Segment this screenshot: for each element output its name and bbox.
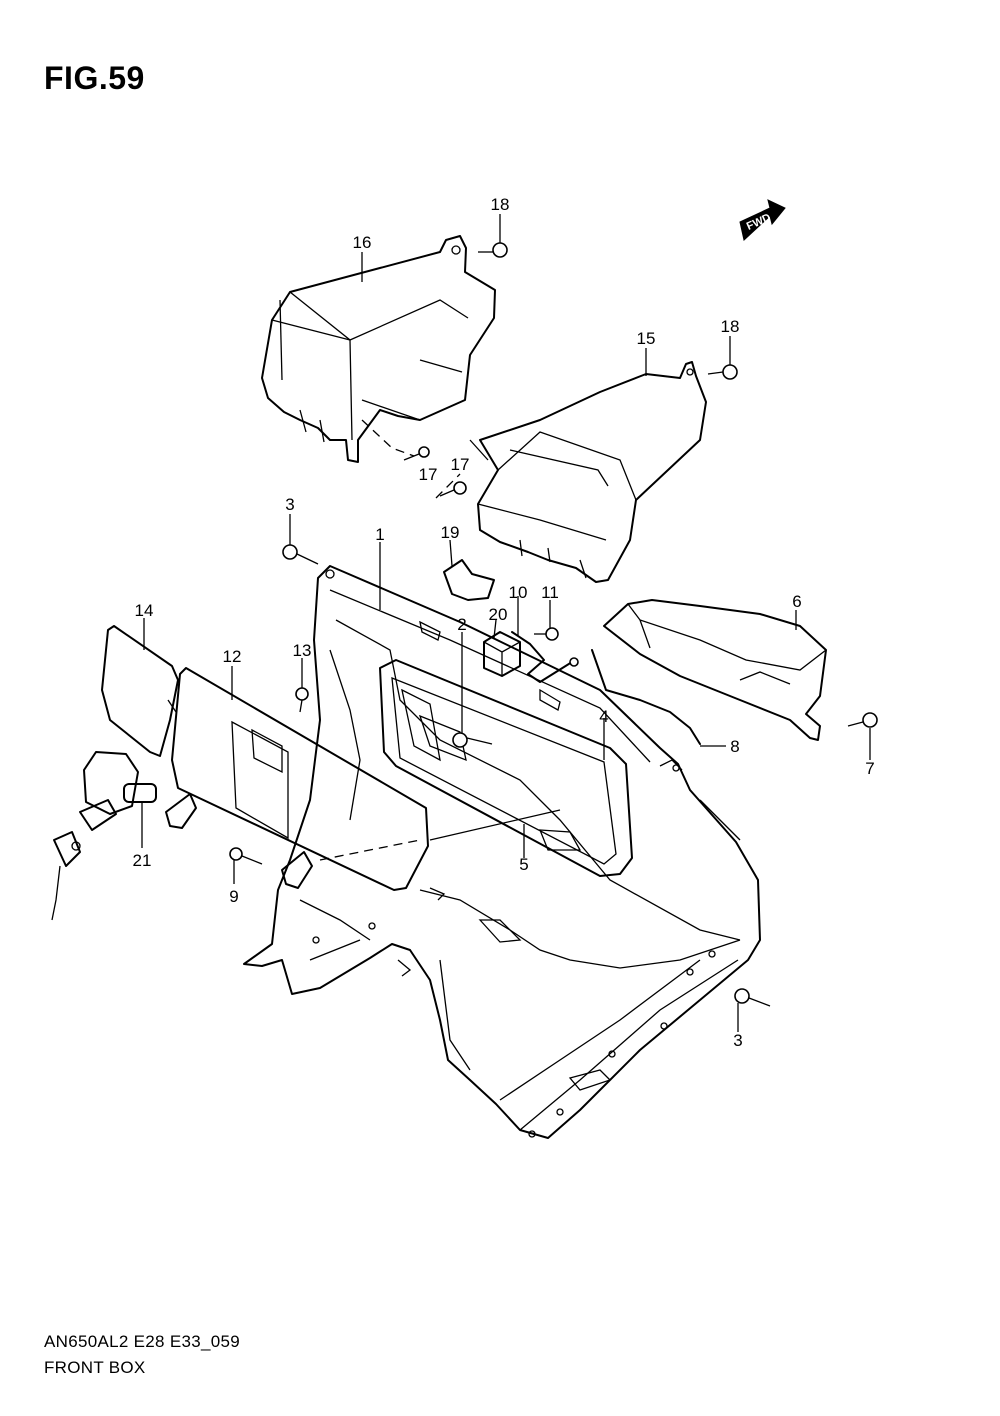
callout-20: 20	[489, 605, 508, 624]
callout-4: 4	[599, 707, 608, 726]
callout-21: 21	[133, 851, 152, 870]
callout-13: 13	[293, 641, 312, 660]
part-19-seal	[443, 559, 495, 601]
callout-10: 10	[509, 583, 528, 602]
callout-9: 9	[229, 887, 238, 906]
callout-3-lower: 3	[733, 1031, 742, 1050]
callout-17-a: 17	[419, 465, 438, 484]
part-7-screw-icon	[847, 712, 878, 728]
part-13-screw-icon	[295, 687, 309, 713]
leader-lines	[141, 214, 871, 1032]
part-17-screw-b-icon	[439, 481, 467, 497]
callout-1: 1	[375, 525, 384, 544]
part-10-wire	[511, 631, 573, 683]
fwd-arrow-icon: FWD	[739, 199, 786, 241]
fwd-label: FWD	[745, 212, 773, 233]
callout-6: 6	[792, 592, 801, 611]
hinge-right	[281, 851, 313, 889]
part-12-lid-panel	[171, 667, 429, 891]
part-1-front-box	[243, 565, 761, 1139]
part-2-screw-icon	[452, 732, 493, 748]
callout-18-right: 18	[721, 317, 740, 336]
callout-15: 15	[637, 329, 656, 348]
callout-5: 5	[519, 855, 528, 874]
part-8-trim-strip	[591, 649, 701, 745]
callout-7: 7	[865, 759, 874, 778]
callout-12: 12	[223, 647, 242, 666]
part-18-screw-top-icon	[478, 242, 508, 258]
figure-title: FIG.59	[44, 60, 145, 96]
callout-19: 19	[441, 523, 460, 542]
callout-16: 16	[353, 233, 372, 252]
callout-3-upper: 3	[285, 495, 294, 514]
callout-2: 2	[457, 615, 466, 634]
callout-18-top: 18	[491, 195, 510, 214]
callout-14: 14	[135, 601, 154, 620]
part-21-key-lock-icon	[51, 751, 157, 921]
part-15-right-duct	[435, 361, 707, 583]
diagram-code: AN650AL2 E28 E33_059	[44, 1332, 240, 1351]
part-3-screw-upper-icon	[282, 544, 319, 565]
part-9-screw-icon	[229, 847, 263, 865]
part-11-screw-icon	[534, 627, 559, 641]
part-18-screw-right-icon	[707, 364, 738, 380]
part-5-rod	[429, 809, 561, 841]
hinge-left	[165, 793, 197, 829]
part-3-screw-lower-icon	[734, 988, 771, 1007]
part-14-small-cover	[101, 625, 179, 757]
part-6-side-pocket	[603, 599, 827, 741]
callout-8: 8	[730, 737, 739, 756]
part-4-seal-frame	[379, 659, 633, 877]
callout-17-b: 17	[451, 455, 470, 474]
part-16-left-duct	[261, 235, 496, 463]
callout-11: 11	[541, 583, 559, 602]
part-17-screw-a-icon	[403, 446, 430, 461]
part-10-terminal	[569, 657, 579, 667]
diagram-name: FRONT BOX	[44, 1358, 146, 1377]
